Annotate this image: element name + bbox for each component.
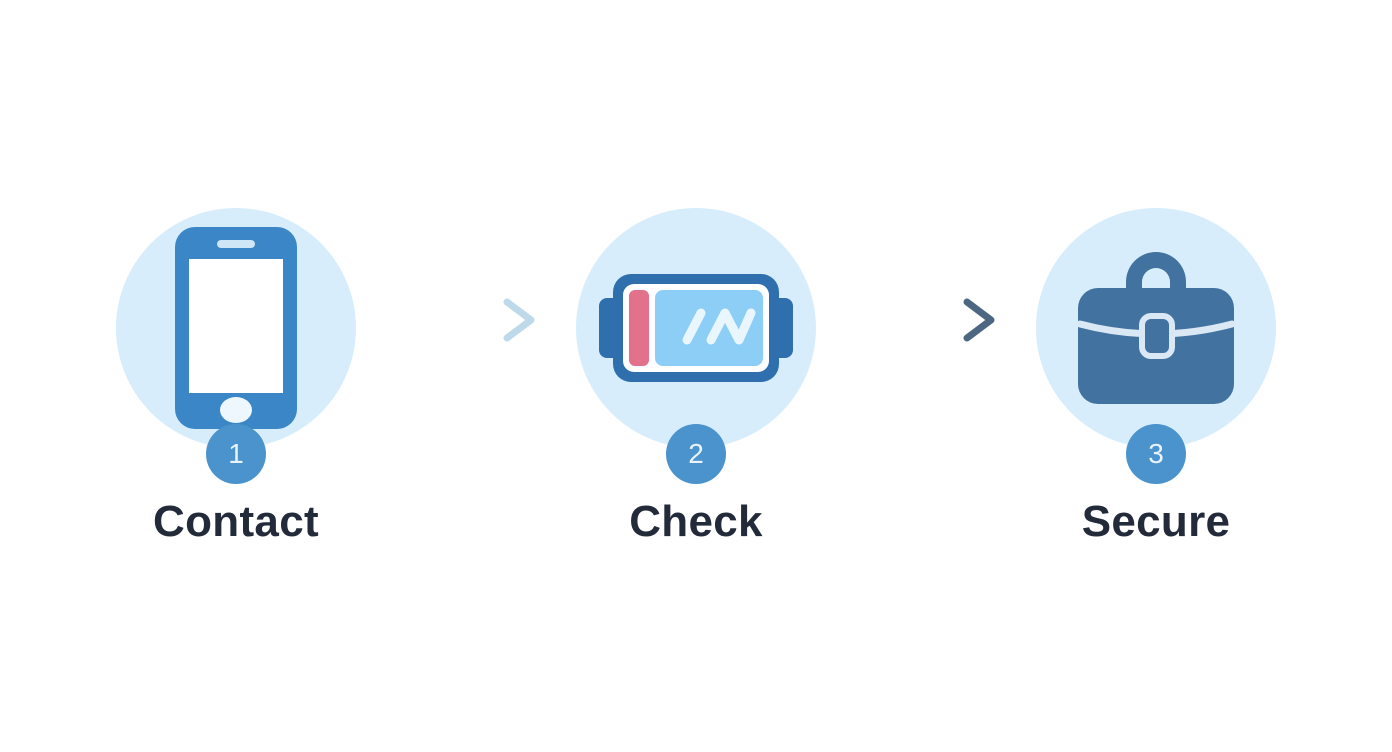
- step-contact[interactable]: 1 Contact: [86, 208, 386, 544]
- step-1-number: 1: [228, 438, 244, 469]
- step-2-label: Check: [629, 497, 763, 546]
- step-3-number-badge: 3: [1126, 424, 1186, 484]
- step-1-label: Contact: [153, 497, 319, 546]
- arrow-right-icon: [853, 298, 995, 342]
- step-1-number-badge: 1: [206, 424, 266, 484]
- arrow-1-connector: [386, 200, 546, 440]
- step-3-label: Secure: [1081, 497, 1231, 546]
- briefcase-icon: [1056, 228, 1256, 428]
- step-3-number: 3: [1148, 438, 1164, 469]
- battery-check-icon: [596, 228, 796, 428]
- step-2-number-badge: 2: [666, 424, 726, 484]
- step-secure[interactable]: 3 Secure: [1006, 208, 1306, 544]
- arrow-2-connector: [846, 200, 1006, 440]
- step-2-icon-area: [576, 208, 816, 448]
- step-check[interactable]: 2 Check: [546, 208, 846, 544]
- step-2-number: 2: [688, 438, 704, 469]
- arrow-right-icon: [393, 298, 535, 342]
- step-3-icon-area: [1036, 208, 1276, 448]
- smartphone-icon: [136, 227, 336, 429]
- step-1-icon-area: [116, 208, 356, 448]
